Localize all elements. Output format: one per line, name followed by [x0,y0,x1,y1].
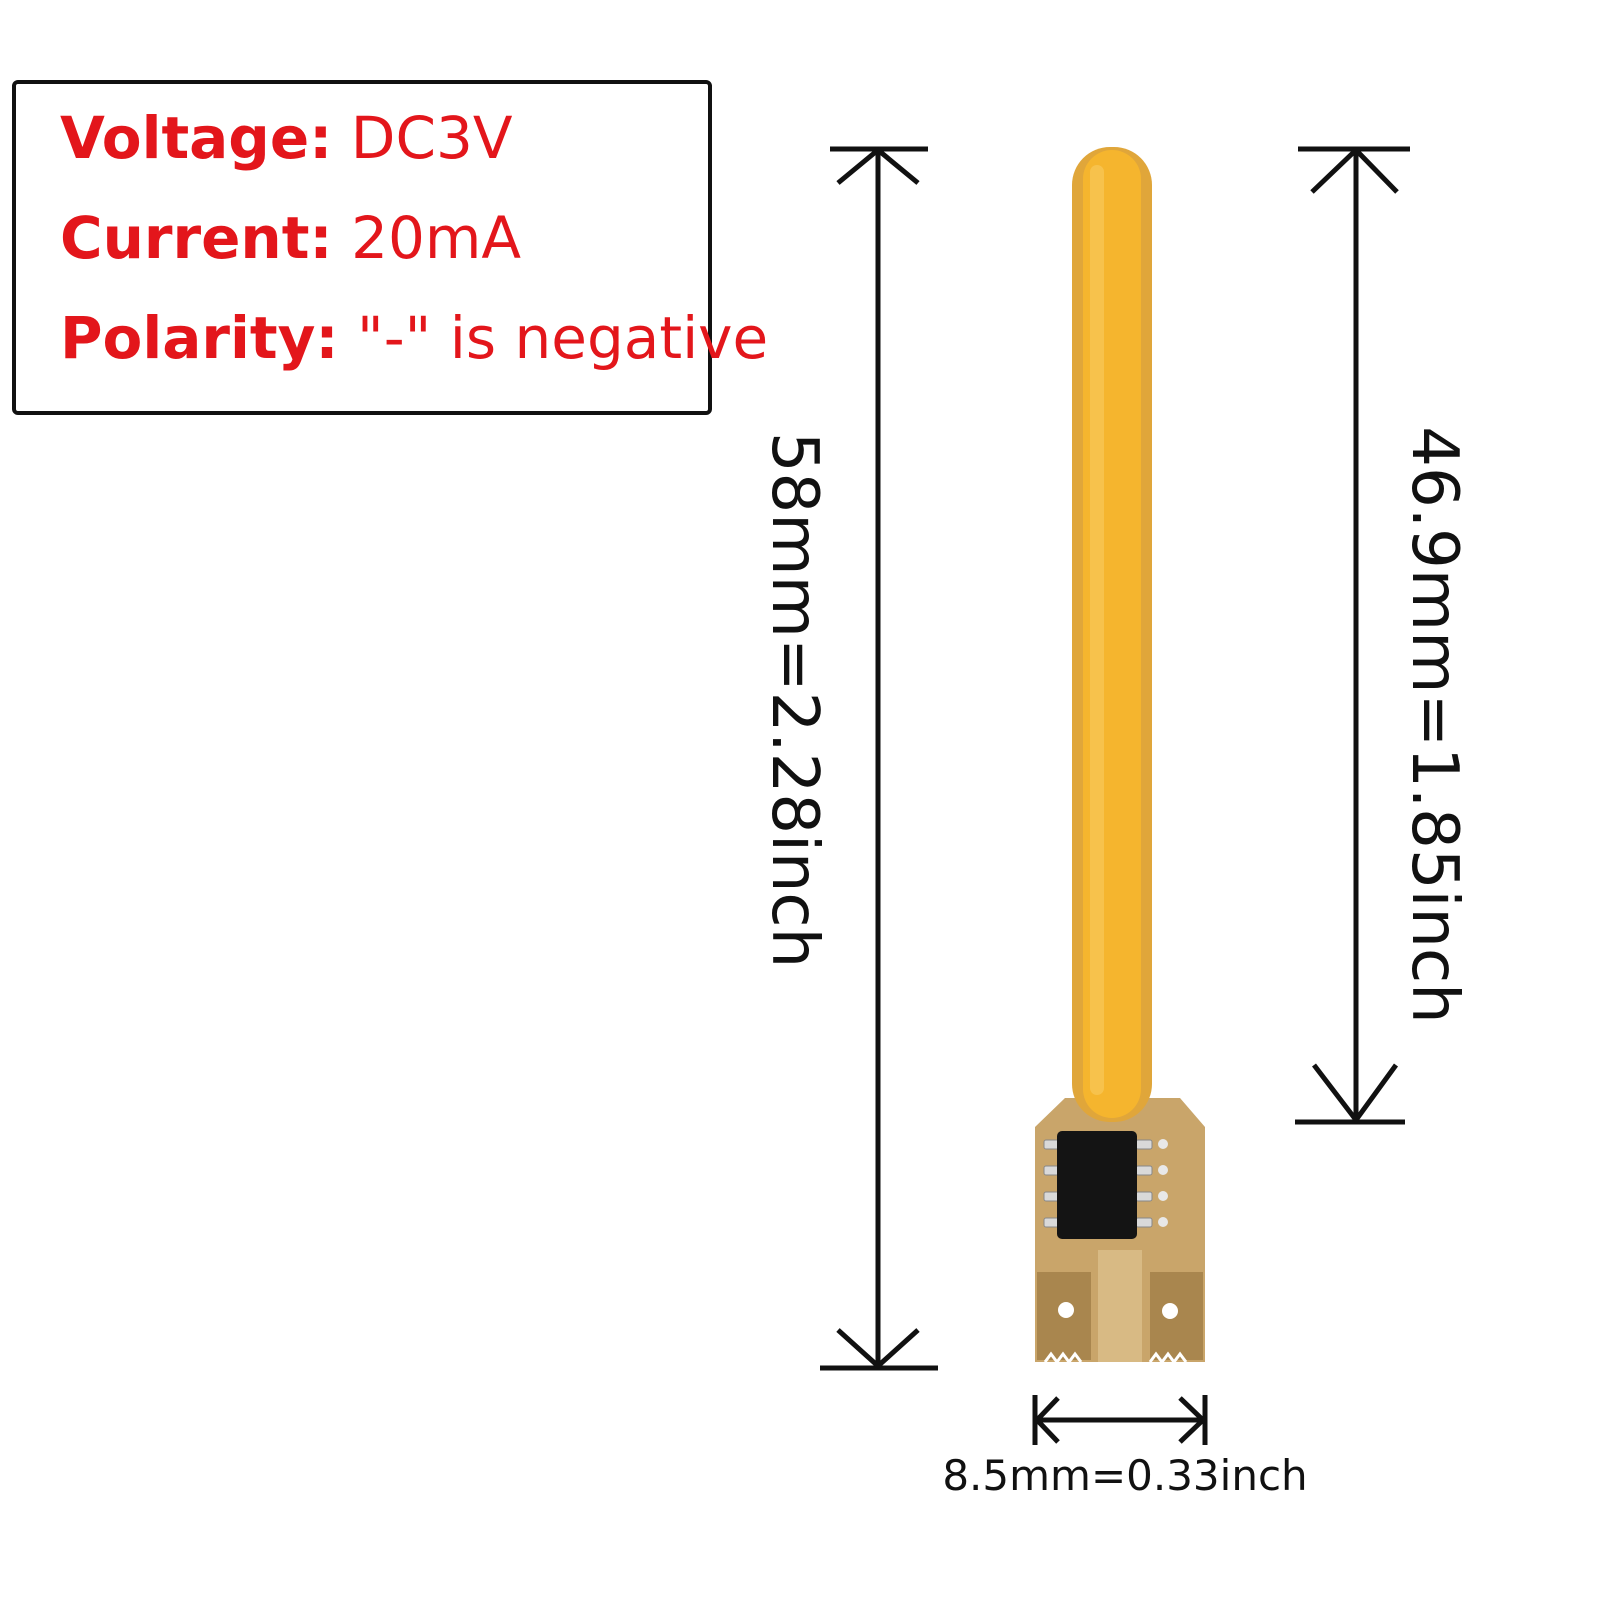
ic-chip [1043,1131,1168,1239]
arrow-up-icon [836,146,920,185]
filament-tube [1072,147,1152,1122]
width-dimension [1032,1395,1208,1445]
mounting-hole-left [1058,1302,1074,1318]
voltage-label: Voltage: [60,104,333,172]
polarity-label: Polarity: [60,304,339,372]
pcb-gap [1098,1250,1142,1362]
voltage-value: DC3V [350,104,513,172]
arrow-up-icon [1310,146,1399,194]
arrow-right-icon [1178,1396,1207,1444]
solder-pad-right [1150,1272,1203,1360]
arrow-down-icon [1312,1063,1399,1125]
polarity-row: Polarity: "-" is negative [60,304,768,372]
arrow-left-icon [1033,1396,1060,1444]
current-row: Current: 20mA [60,204,521,272]
total-length-dimension [820,146,938,1371]
total-length-label: 58mm=2.28inch [757,432,831,968]
filament-length-dimension [1295,146,1410,1125]
spec-box: Voltage: DC3V Current: 20mA Polarity: "-… [12,80,768,415]
arrow-down-icon [836,1328,920,1370]
width-label: 8.5mm=0.33inch [942,1451,1307,1500]
polarity-value: "-" is negative [357,304,769,372]
filament-length-label: 46.9mm=1.85inch [1397,426,1471,1023]
current-value: 20mA [351,204,522,272]
mounting-hole-right [1162,1303,1178,1319]
voltage-row: Voltage: DC3V [60,104,513,172]
current-label: Current: [60,204,333,272]
